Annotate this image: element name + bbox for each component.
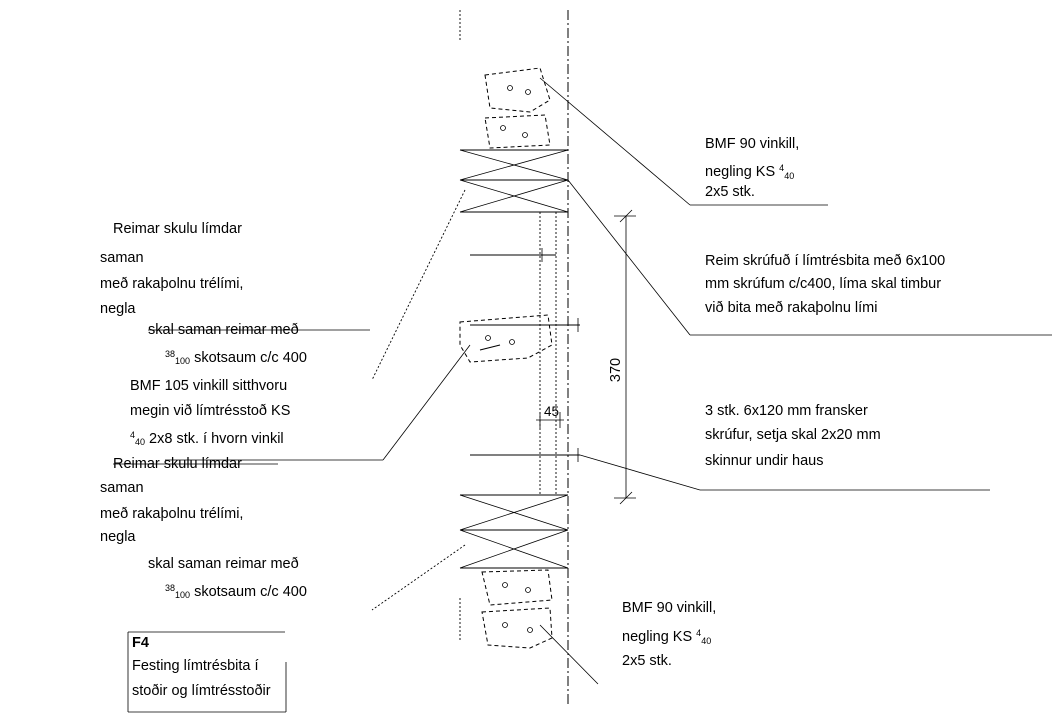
leader-skrufur bbox=[579, 454, 701, 491]
label-reim-line2: mm skrúfum c/c400, líma skal timbur bbox=[705, 276, 941, 292]
leader-reimar-top bbox=[371, 189, 466, 381]
label-reimar-bottom-line4: negla bbox=[100, 529, 136, 545]
label-reimar-bottom-line3: með rakaþolnu trélími, bbox=[100, 506, 243, 522]
leader-bmf90-bottom bbox=[539, 624, 599, 685]
reimar-cross-top bbox=[459, 149, 569, 213]
label-reim-line1: Reim skrúfuð í límtrésbita með 6x100 bbox=[705, 253, 945, 269]
dimension-370: 370 bbox=[608, 209, 636, 505]
label-skrufur: 3 stk. 6x120 mm fransker skrúfur, setja … bbox=[705, 403, 881, 469]
centerlines bbox=[459, 10, 569, 706]
dimension-45-text: 45 bbox=[544, 404, 559, 419]
detail-title-line2: stoðir og límtrésstoðir bbox=[132, 683, 271, 699]
bmf105-bracket bbox=[459, 314, 553, 363]
label-bmf105: BMF 105 vinkill sitthvoru megin við límt… bbox=[130, 378, 290, 447]
label-bmf90-top: BMF 90 vinkill, negling KS 440 2x5 stk. bbox=[705, 136, 799, 200]
dimension-45: 45 bbox=[536, 404, 564, 428]
leader-bmf105 bbox=[382, 344, 471, 461]
label-bmf90-bottom-line2: negling KS 440 bbox=[622, 628, 711, 646]
detail-title-box: F4 Festing límtrésbita í stoðir og límtr… bbox=[127, 631, 287, 713]
bmf90-bracket-top bbox=[484, 67, 551, 149]
detail-title-id: F4 bbox=[132, 635, 149, 651]
label-reimar-bottom-line5: skal saman reimar með bbox=[148, 556, 299, 572]
label-skrufur-line2: skrúfur, setja skal 2x20 mm bbox=[705, 427, 881, 443]
dimension-370-text: 370 bbox=[608, 358, 624, 382]
label-skrufur-line1: 3 stk. 6x120 mm fransker bbox=[705, 403, 868, 419]
label-bmf90-bottom-line3: 2x5 stk. bbox=[622, 653, 672, 669]
label-reimar-top: Reimar skulu límdar saman með rakaþolnu … bbox=[100, 221, 370, 366]
label-bmf90-top-line3: 2x5 stk. bbox=[705, 184, 755, 200]
label-skrufur-line3: skinnur undir haus bbox=[705, 453, 824, 469]
leader-bmf90-top bbox=[539, 77, 691, 206]
label-bmf90-top-line2: negling KS 440 bbox=[705, 163, 794, 181]
label-reimar-top-line6: 38100 skotsaum c/c 400 bbox=[165, 349, 307, 366]
label-reimar-top-line4: negla bbox=[100, 301, 136, 317]
bmf90-bracket-bottom bbox=[481, 569, 553, 649]
label-reimar-top-line3: með rakaþolnu trélími, bbox=[100, 276, 243, 292]
leader-reimar-bottom bbox=[371, 544, 466, 611]
label-reimar-bottom: Reimar skulu límdar saman með rakaþolnu … bbox=[100, 456, 307, 600]
label-bmf90-bottom: BMF 90 vinkill, negling KS 440 2x5 stk. bbox=[622, 600, 716, 669]
label-bmf90-top-line1: BMF 90 vinkill, bbox=[705, 136, 799, 152]
label-reimar-bottom-line2: saman bbox=[100, 480, 144, 496]
label-reimar-bottom-line6: 38100 skotsaum c/c 400 bbox=[165, 583, 307, 600]
leader-reim bbox=[567, 179, 691, 336]
label-reimar-top-line2: saman bbox=[100, 250, 144, 266]
glulam-beam-section bbox=[470, 212, 580, 495]
label-bmf105-line2: megin við límtrésstoð KS bbox=[130, 403, 290, 419]
label-reimar-top-line1: Reimar skulu límdar bbox=[113, 221, 242, 237]
label-reim-line3: við bita með rakaþolnu lími bbox=[705, 300, 877, 316]
detail-title-line1: Festing límtrésbita í bbox=[132, 658, 259, 674]
label-bmf105-line3: 440 2x8 stk. í hvorn vinkil bbox=[130, 430, 284, 447]
leader-lines bbox=[165, 77, 1052, 685]
reimar-cross-bottom bbox=[459, 494, 569, 569]
label-bmf90-bottom-line1: BMF 90 vinkill, bbox=[622, 600, 716, 616]
label-bmf105-line1: BMF 105 vinkill sitthvoru bbox=[130, 378, 287, 394]
label-reim: Reim skrúfuð í límtrésbita með 6x100 mm … bbox=[705, 253, 945, 316]
